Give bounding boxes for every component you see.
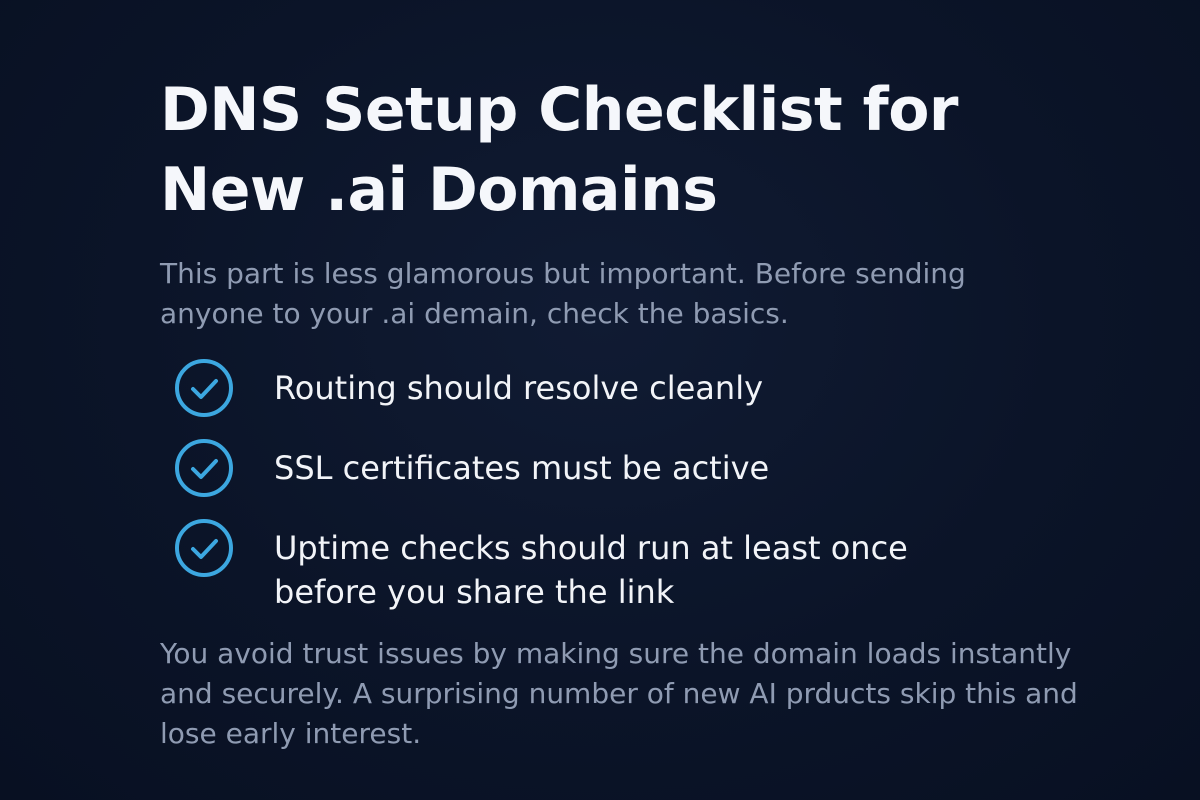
check-circle-icon <box>172 516 236 580</box>
checklist-item: SSL certificates must be active <box>160 439 1120 500</box>
outro-text: You avoid trust issues by making sure th… <box>160 637 1078 750</box>
checklist-item-text: Routing should resolve cleanly <box>274 369 764 407</box>
checklist-item-text: SSL certificates must be active <box>274 449 770 487</box>
check-circle-icon <box>172 356 236 420</box>
check-circle-icon <box>172 436 236 500</box>
checklist-item: Routing should resolve cleanly <box>160 359 1120 420</box>
slide-content: DNS Setup Checklist for New .ai Domains … <box>160 70 1120 754</box>
page-title: DNS Setup Checklist for New .ai Domains <box>160 75 959 225</box>
intro-text: This part is less glamorous but importan… <box>160 257 966 330</box>
checklist-item: Uptime checks should run at least once b… <box>160 519 1120 614</box>
checklist: Routing should resolve cleanly SSL certi… <box>160 359 1120 614</box>
checklist-item-text: Uptime checks should run at least once b… <box>274 529 908 611</box>
